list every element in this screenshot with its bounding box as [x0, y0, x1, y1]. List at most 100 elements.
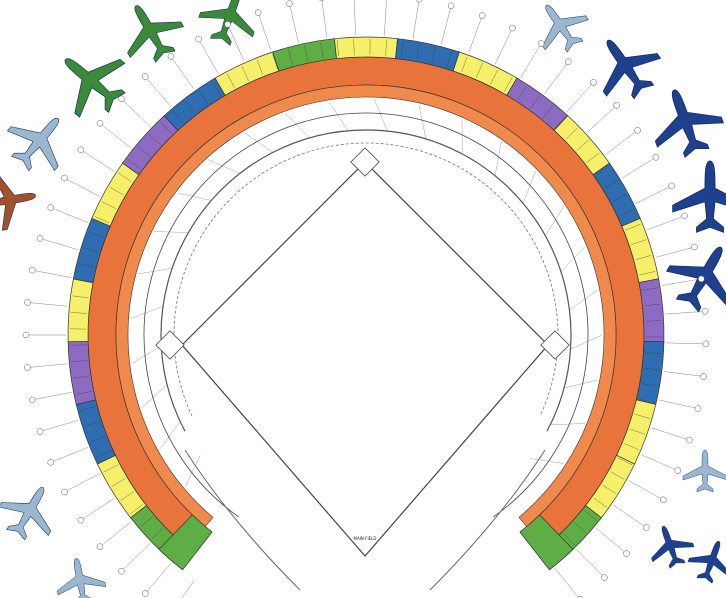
seat-row-line [634, 413, 651, 419]
seat-row-line [461, 56, 468, 72]
callout-leader [566, 82, 594, 113]
seat-row-line [586, 152, 600, 163]
seat-row-line [617, 457, 633, 465]
callout-leader [121, 98, 151, 127]
seat-row-line [140, 516, 153, 527]
seat-row-line [638, 398, 655, 403]
callout-leader [145, 562, 172, 594]
seat-row-line [476, 62, 483, 78]
bowl-edge [143, 112, 589, 518]
callout-leader [663, 371, 704, 377]
seat-row-line [517, 86, 527, 100]
seat-row-line [118, 172, 132, 182]
inner-callout-leader [529, 458, 564, 464]
callout-marker-icon [47, 459, 55, 466]
seating-section [334, 36, 398, 59]
callout-marker-icon [623, 550, 630, 557]
callout-marker-icon [24, 299, 31, 306]
seat-row-line [612, 194, 627, 202]
inner-callout-leader [545, 206, 565, 236]
callout-marker-icon [47, 204, 55, 211]
callout-marker-icon [61, 488, 68, 496]
seat-row-line [625, 223, 641, 231]
seat-row-line [151, 527, 164, 540]
seat-row-line [226, 73, 235, 88]
callout-leader [27, 363, 68, 368]
callout-leader [289, 3, 299, 43]
seat-row-line [73, 375, 90, 379]
callout-leader [655, 246, 695, 258]
seat-row-line [353, 39, 355, 56]
seat-row-line [172, 110, 184, 124]
callout-marker-icon [479, 12, 486, 19]
callout-marker-icon [601, 574, 608, 581]
seat-row-line [304, 45, 308, 62]
seat-row-line [619, 208, 634, 216]
callout-marker-icon [118, 95, 125, 103]
seat-row-line [75, 279, 91, 283]
callout-marker-icon [77, 146, 85, 154]
callout-marker-icon [698, 275, 705, 283]
inner-callout-leader [244, 132, 274, 153]
callout-leader [468, 15, 483, 54]
callout-marker-icon [564, 58, 572, 65]
callout-marker-icon [590, 79, 597, 86]
seat-row-line [185, 100, 196, 114]
callout-marker-icon [28, 266, 36, 274]
callout-leader [613, 504, 647, 528]
callout-marker-icon [634, 127, 641, 134]
seat-row-line [94, 216, 110, 224]
seat-row-line [431, 47, 436, 63]
callout-leader [80, 498, 115, 521]
seat-row-line [88, 231, 104, 238]
callout-marker-icon [224, 21, 231, 28]
callout-leader [628, 480, 664, 501]
inner-callout-leader [569, 289, 598, 311]
inner-callout-leader [159, 421, 181, 450]
aircraft-icon [542, 4, 589, 53]
callout-marker-icon [416, 0, 423, 3]
callout-marker-icon [447, 2, 455, 10]
inner-callout-leader [185, 455, 201, 487]
callout-leader [64, 177, 100, 197]
inner-callout-leader [208, 159, 240, 174]
seat-row-line [212, 81, 222, 96]
corner-section-right [519, 514, 574, 571]
callout-leader [587, 105, 617, 133]
corner-section-left [158, 514, 213, 571]
callout-marker-icon [642, 524, 650, 531]
inner-callout-leader [560, 246, 585, 272]
callout-marker-icon [660, 496, 667, 504]
callout-marker-icon [195, 35, 202, 43]
inner-callout-leader [570, 334, 603, 350]
baseball-diamond-icon [181, 161, 549, 557]
seat-row-line [602, 484, 617, 494]
callout-marker-icon [61, 174, 68, 182]
callout-leader [661, 278, 702, 286]
callout-leader [605, 130, 638, 155]
callout-marker-icon [286, 0, 293, 7]
seat-row-line [631, 239, 647, 245]
callout-marker-icon [141, 73, 149, 80]
seat-row-line [542, 105, 554, 119]
base-icon [155, 330, 185, 360]
seat-row-line [584, 510, 597, 521]
callout-marker-icon [141, 590, 149, 597]
seat-row-line [83, 247, 99, 253]
seat-row-line [576, 139, 589, 151]
concourse-ring [67, 36, 665, 571]
seat-row-line [400, 41, 404, 58]
seat-row-line [137, 146, 151, 157]
seat-row-line [644, 303, 661, 306]
dugouts [155, 147, 570, 360]
seat-row-line [641, 383, 658, 387]
callout-leader [99, 521, 132, 547]
callout-leader [39, 238, 79, 250]
callout-leader [494, 28, 513, 65]
seat-row-line [604, 179, 619, 189]
seat-row-line [554, 116, 566, 129]
inner-callout-leader [550, 423, 585, 426]
callout-leader [181, 580, 195, 598]
seat-row-line [70, 344, 87, 346]
callout-marker-icon [702, 340, 710, 348]
